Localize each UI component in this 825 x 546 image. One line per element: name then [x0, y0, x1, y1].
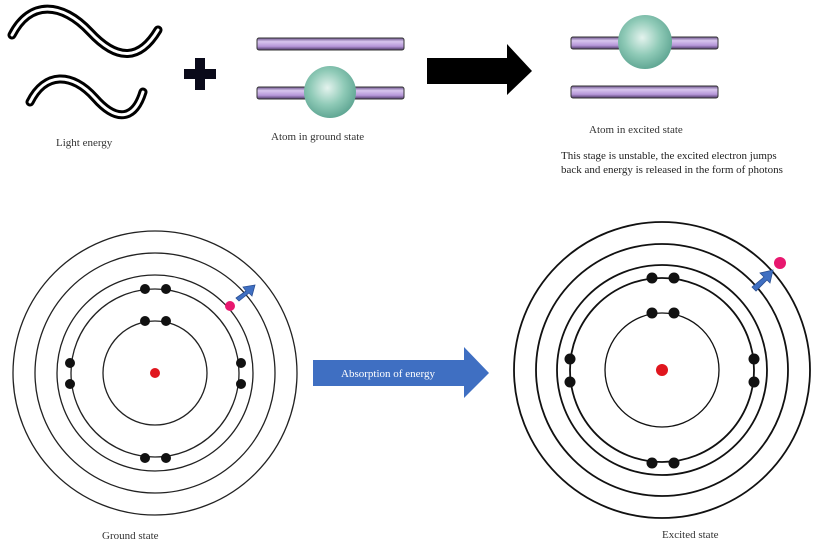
excited-state-particles: [564, 257, 786, 469]
electron: [668, 457, 680, 469]
electron-jump-arrow-icon: [235, 284, 256, 302]
electron: [236, 358, 246, 368]
lower-energy-level: [570, 85, 719, 99]
absorption-label: Absorption of energy: [341, 368, 435, 380]
electron: [161, 284, 171, 294]
excited-electron: [774, 257, 786, 269]
nucleus: [150, 368, 160, 378]
ground-atom-label: Atom in ground state: [271, 131, 365, 143]
excited-state-atom-levels: [570, 15, 719, 99]
electron-jump-arrow-icon: [751, 269, 774, 292]
electron: [140, 316, 150, 326]
electron: [668, 272, 680, 284]
electron: [140, 453, 150, 463]
absorption-arrow: Absorption of energy: [313, 347, 489, 398]
electron: [646, 307, 658, 319]
excited-state-bohr-model: [513, 221, 811, 519]
electron: [646, 457, 658, 469]
electron: [140, 284, 150, 294]
plus-icon: [184, 58, 216, 90]
electron: [668, 307, 680, 319]
electron: [564, 376, 576, 388]
transition-arrow-icon: [427, 44, 532, 95]
atom-sphere: [618, 15, 672, 69]
electron: [161, 316, 171, 326]
atom-sphere: [304, 66, 356, 118]
excited-state-label: Excited state: [662, 529, 719, 541]
electron: [161, 453, 171, 463]
excited-description: This stage is unstable, the excited elec…: [561, 150, 783, 176]
ground-state-atom-levels: [256, 37, 405, 118]
electron: [564, 353, 576, 365]
ground-state-particles: [65, 284, 256, 463]
nucleus: [656, 364, 668, 376]
ground-state-label: Ground state: [102, 530, 159, 542]
electron: [236, 379, 246, 389]
light-energy-label: Light energy: [56, 137, 113, 149]
excited-atom-label: Atom in excited state: [589, 124, 683, 136]
upper-energy-level: [256, 37, 405, 51]
light-wave-icon: [7, 4, 163, 120]
electron: [65, 379, 75, 389]
electron: [748, 353, 760, 365]
electron: [65, 358, 75, 368]
ground-state-bohr-model: [12, 230, 298, 516]
excited-electron: [225, 301, 235, 311]
electron: [646, 272, 658, 284]
electron: [748, 376, 760, 388]
